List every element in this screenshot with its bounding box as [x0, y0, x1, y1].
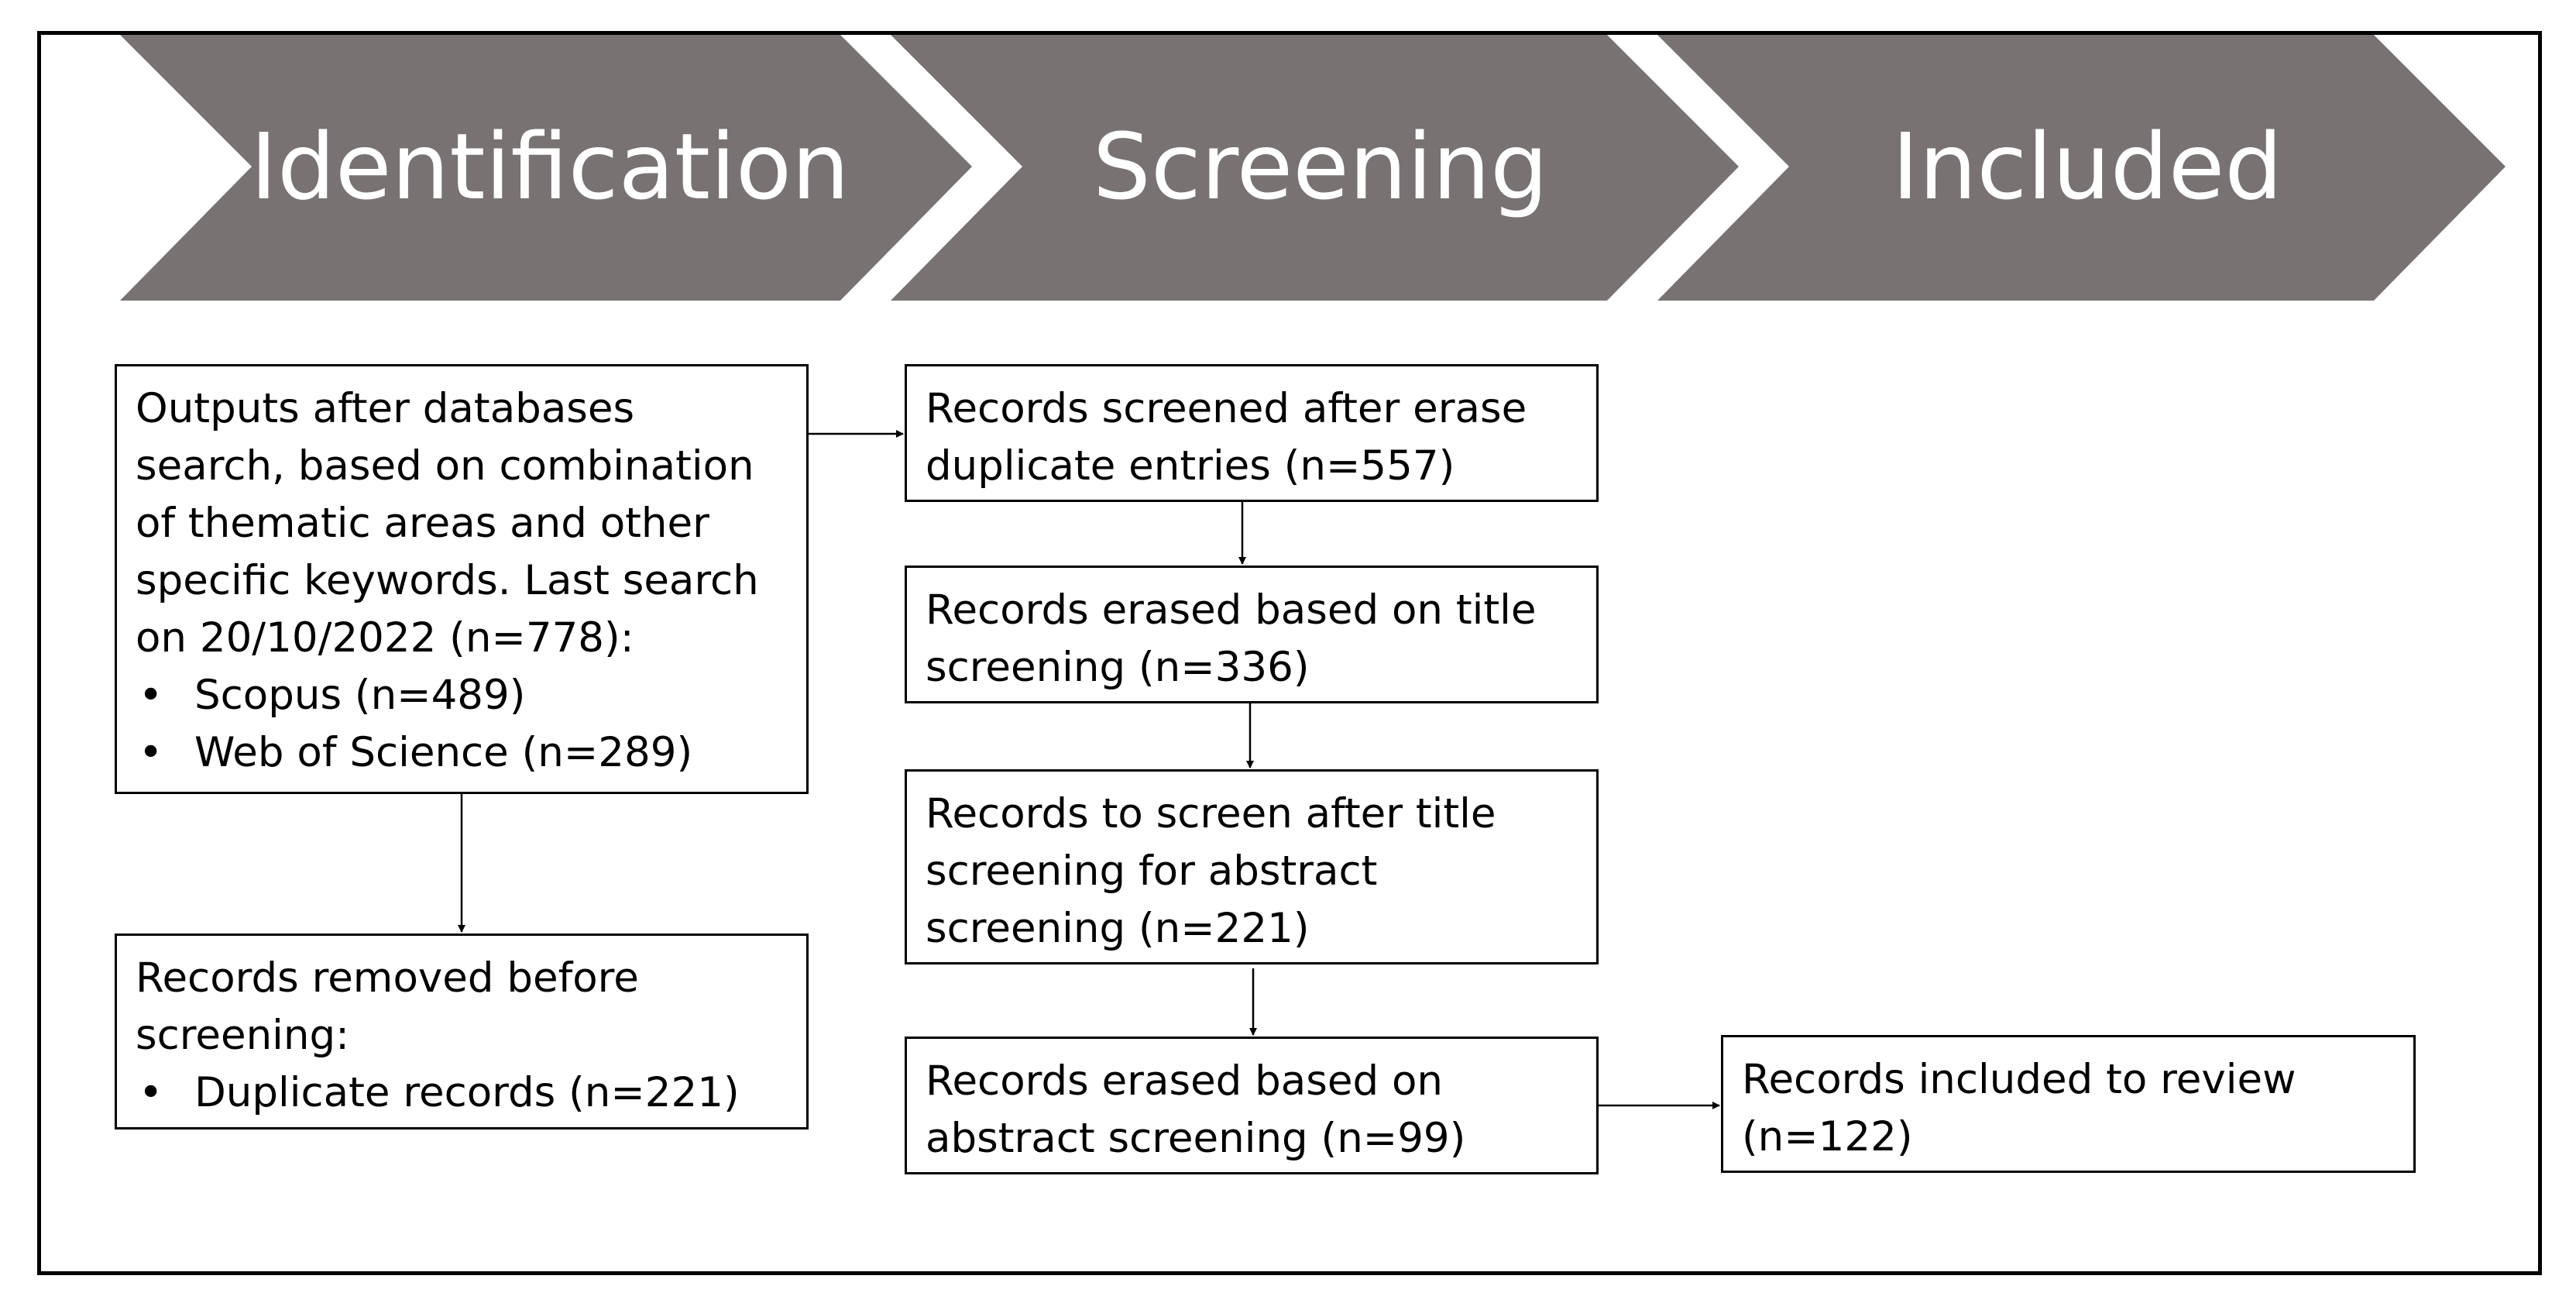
to-screen-abstract-box: Records to screen after title screening …: [905, 769, 1599, 964]
removed-before-screening-box: Records removed before screening: Duplic…: [115, 934, 809, 1129]
screened-after-duplicates-text: Records screened after erase duplicate e…: [926, 385, 1527, 490]
stage-label-screening: Screening: [1092, 113, 1549, 220]
to-screen-abstract-text: Records to screen after title screening …: [926, 790, 1496, 952]
erased-title-box: Records erased based on title screening …: [905, 566, 1599, 703]
chevron-screening: [891, 35, 1739, 301]
stage-label-included: Included: [1891, 113, 2283, 220]
erased-title-text: Records erased based on title screening …: [926, 586, 1537, 691]
erased-abstract-text: Records erased based on abstract screeni…: [926, 1057, 1466, 1162]
database-list: Scopus (n=489) Web of Science (n=289): [136, 667, 788, 782]
included-review-text: Records included to review (n=122): [1742, 1056, 2296, 1160]
screened-after-duplicates-box: Records screened after erase duplicate e…: [905, 364, 1599, 502]
erased-abstract-box: Records erased based on abstract screeni…: [905, 1037, 1599, 1174]
search-outputs-text: Outputs after databases search, based on…: [136, 385, 759, 662]
database-item: Web of Science (n=289): [136, 724, 788, 782]
stage-label-identification: Identification: [250, 113, 850, 220]
removed-before-text: Records removed before screening:: [136, 954, 639, 1059]
search-outputs-box: Outputs after databases search, based on…: [115, 364, 809, 794]
chevron-included: [1657, 35, 2506, 301]
chevron-identification: [120, 35, 972, 301]
database-item: Scopus (n=489): [136, 667, 788, 724]
removed-item: Duplicate records (n=221): [136, 1064, 788, 1122]
included-review-box: Records included to review (n=122): [1721, 1035, 2416, 1173]
removed-list: Duplicate records (n=221): [136, 1064, 788, 1122]
diagram-frame: [37, 31, 2542, 1275]
